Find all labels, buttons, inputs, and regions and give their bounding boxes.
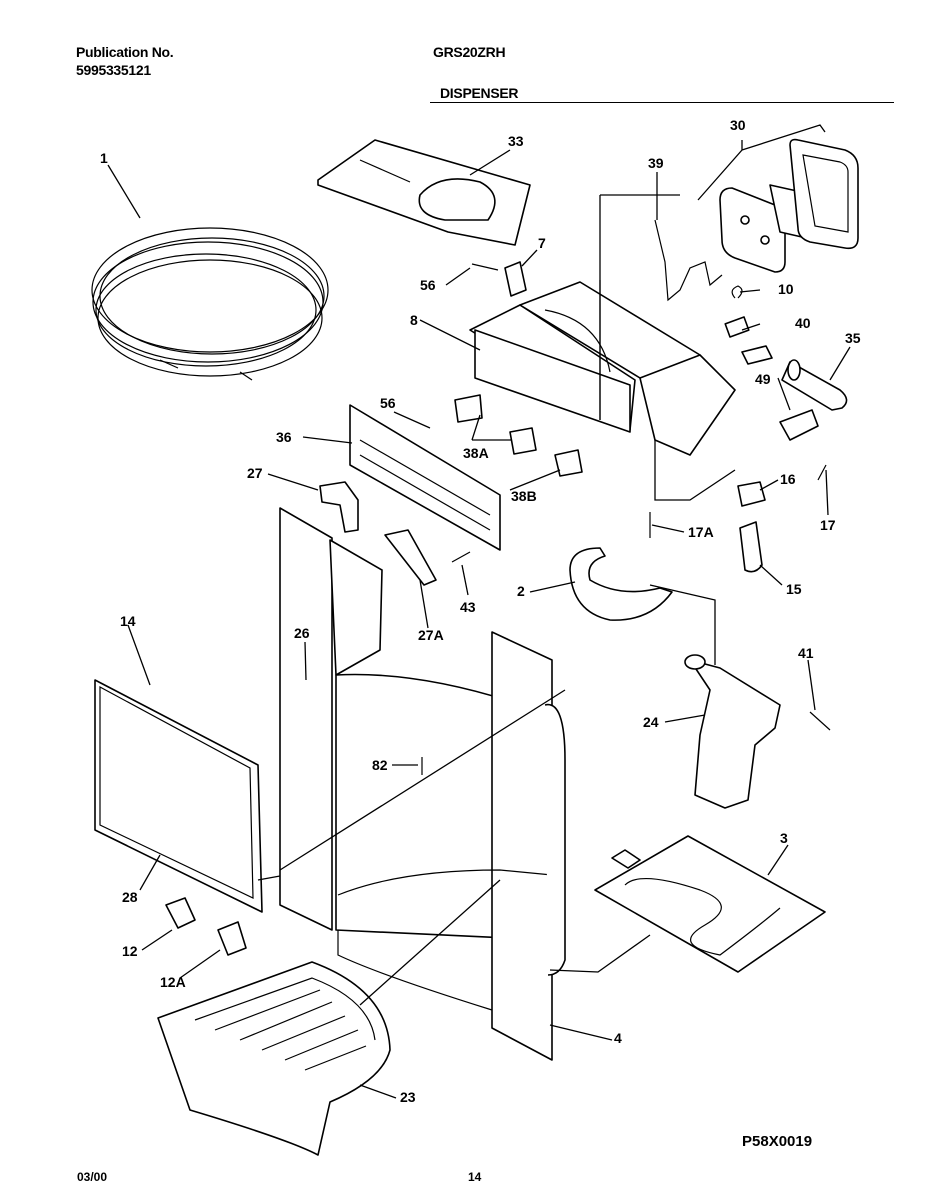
heater-pad	[594, 835, 826, 973]
callout-labels: 1 33 30 39 7 56 10 8 40 35 49 56 36 38A …	[100, 117, 861, 1105]
cam	[384, 529, 437, 586]
footer-page-number: 14	[468, 1170, 482, 1184]
top-cover-plate	[317, 139, 531, 246]
callout-8: 8	[410, 312, 418, 328]
solenoid	[724, 316, 773, 365]
callout-35: 35	[845, 330, 861, 346]
switch-38a-lower	[509, 427, 537, 455]
funnel-ring	[569, 547, 673, 621]
dispenser-housing	[279, 507, 566, 1061]
callout-40: 40	[795, 315, 811, 331]
publication-number: 5995335121	[76, 62, 151, 78]
header-rule	[430, 102, 894, 103]
callout-24: 24	[643, 714, 659, 730]
footer-date: 03/00	[77, 1170, 108, 1184]
clip-12	[165, 897, 196, 929]
callout-82: 82	[372, 757, 388, 773]
screw-top	[471, 263, 499, 271]
small-clip	[504, 261, 527, 297]
nozzle-15	[739, 521, 763, 573]
section-title: DISPENSER	[440, 85, 519, 101]
callout-43: 43	[460, 599, 476, 615]
model-number: GRS20ZRH	[433, 44, 506, 60]
screw-17	[817, 464, 827, 481]
callout-17: 17	[820, 517, 836, 533]
callout-56-mid: 56	[380, 395, 396, 411]
cap-16	[737, 481, 766, 507]
callout-33: 33	[508, 133, 524, 149]
callout-56-top: 56	[420, 277, 436, 293]
callout-27: 27	[247, 465, 263, 481]
switch-38a-upper	[454, 394, 483, 423]
callout-3: 3	[780, 830, 788, 846]
callout-38b: 38B	[511, 488, 537, 504]
callout-27a: 27A	[418, 627, 444, 643]
callout-16: 16	[780, 471, 796, 487]
tubing-coil	[91, 227, 329, 381]
housing-frame	[469, 280, 736, 456]
callout-49: 49	[755, 371, 771, 387]
actuator-paddle	[684, 654, 781, 809]
wire	[654, 219, 723, 302]
callout-12: 12	[122, 943, 138, 959]
lever-arm	[319, 481, 359, 533]
callout-10: 10	[778, 281, 794, 297]
clip-12a	[217, 921, 247, 956]
callout-2: 2	[517, 583, 525, 599]
tube-housing	[781, 359, 848, 411]
callout-23: 23	[400, 1089, 416, 1105]
screw-43	[451, 551, 471, 563]
callout-39: 39	[648, 155, 664, 171]
control-panel	[349, 404, 501, 551]
callout-1: 1	[100, 150, 108, 166]
publication-label: Publication No.	[76, 44, 174, 60]
callout-14: 14	[120, 613, 136, 629]
drip-tray	[157, 961, 391, 1156]
door-panel	[94, 679, 263, 913]
actuator-assembly	[719, 138, 859, 273]
callout-7: 7	[538, 235, 546, 251]
callout-41: 41	[798, 645, 814, 661]
diagram-code: P58X0019	[742, 1133, 813, 1150]
bracket	[779, 409, 819, 441]
callout-12a: 12A	[160, 974, 186, 990]
callout-30: 30	[730, 117, 746, 133]
leader-lines	[107, 124, 851, 1099]
switch-38b	[554, 449, 583, 477]
callout-38a: 38A	[463, 445, 489, 461]
spring-41	[809, 711, 831, 731]
callout-36: 36	[276, 429, 292, 445]
callout-28: 28	[122, 889, 138, 905]
callout-15: 15	[786, 581, 802, 597]
callout-4: 4	[614, 1030, 622, 1046]
spring	[731, 285, 743, 299]
callout-17a: 17A	[688, 524, 714, 540]
callout-26: 26	[294, 625, 310, 641]
